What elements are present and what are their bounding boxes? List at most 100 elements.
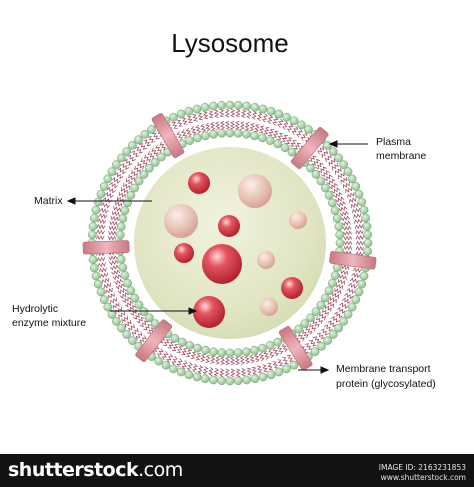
lipid-tail (190, 351, 197, 359)
phospholipid-head (265, 341, 275, 350)
lipid-tail (125, 178, 133, 186)
lipid-tail (349, 197, 357, 204)
phospholipid-head (343, 310, 353, 319)
phospholipid-head (320, 293, 330, 303)
lipid-tail (133, 312, 142, 320)
transport-proteins (82, 113, 377, 371)
lipid-tail (176, 131, 183, 141)
lipid-tail (114, 278, 124, 285)
lipid-tail (332, 292, 339, 299)
lipid-tail (262, 364, 268, 372)
lipid-tail (249, 123, 255, 132)
phospholipid-head (335, 238, 345, 248)
lipid-tail (171, 122, 178, 129)
lipid-tail (127, 154, 136, 162)
phospholipid-head (242, 101, 251, 111)
lipid-tail (316, 332, 326, 340)
lipid-tail (112, 302, 120, 310)
phospholipid-head (96, 287, 106, 297)
lipid-tail (103, 282, 111, 289)
lipid-tail (352, 267, 362, 273)
lipid-tail (338, 205, 348, 212)
phospholipid-head (334, 323, 343, 333)
lipid-tail (316, 316, 323, 324)
lipid-tail (234, 356, 240, 366)
lipid-tail (110, 215, 119, 221)
lipid-tail (324, 324, 333, 332)
phospholipid-head (357, 197, 367, 207)
lipid-tail (333, 311, 343, 319)
enzyme-particle (164, 204, 198, 238)
lipid-tail (309, 339, 317, 347)
lipid-tail (277, 118, 284, 128)
lipid-tail (235, 368, 241, 377)
lipid-tail (309, 323, 316, 332)
transport-protein (151, 113, 185, 159)
lipid-tail (323, 174, 333, 182)
phospholipid-head (150, 158, 160, 167)
lipid-tail (172, 344, 179, 351)
lipid-tail (111, 177, 121, 184)
lipid-tail (268, 128, 275, 136)
lipid-tail (144, 154, 151, 163)
plasma-membrane-label: Plasma (376, 136, 411, 148)
phospholipid-head (287, 147, 297, 157)
lipid-tail (239, 355, 245, 365)
phospholipid-head (118, 214, 128, 223)
lipid-tail (300, 131, 308, 141)
transport-protein-label: Membrane transport (336, 363, 431, 375)
lipid-tail (328, 158, 336, 167)
lipid-tail (312, 319, 320, 328)
phospholipid-head (274, 109, 284, 119)
lipid-tail (112, 274, 122, 281)
lipid-tail (281, 343, 288, 353)
lipid-tail (315, 162, 324, 170)
lipid-tail (186, 362, 193, 372)
lipid-tail (354, 224, 364, 230)
phospholipid-head (134, 135, 143, 145)
lipid-tail (136, 316, 145, 324)
lipid-tail (331, 162, 339, 171)
phospholipid-head (134, 300, 144, 310)
lipid-tail (185, 350, 192, 358)
phospholipid-head (361, 213, 371, 223)
phospholipid-head (177, 337, 187, 347)
lipid-tail (324, 154, 332, 162)
phospholipid-head (242, 375, 251, 385)
lipid-tail (98, 213, 108, 219)
lipid-tail (286, 354, 294, 362)
lipid-tail (151, 147, 159, 157)
phospholipid-head (217, 348, 227, 358)
lipid-tail (334, 287, 342, 295)
lipid-tail (241, 368, 247, 377)
lipid-tail (340, 269, 349, 275)
phospholipid-head (258, 372, 268, 382)
phospholipid-head (311, 307, 321, 316)
phospholipid-head (294, 324, 303, 334)
lipid-tail (104, 192, 114, 199)
lipid-tail (100, 272, 108, 278)
lipid-tail (202, 366, 209, 376)
phospholipid-head (185, 136, 195, 145)
enzyme-particle (174, 243, 194, 263)
phospholipid-head (99, 295, 109, 304)
lipid-tail (200, 354, 206, 362)
phospholipid-head (328, 330, 338, 339)
lipid-tail (321, 150, 329, 158)
lipid-tail (106, 186, 116, 194)
lipid-tail (282, 357, 289, 364)
lipid-tail (152, 132, 160, 140)
phospholipid-head (200, 102, 210, 112)
lipid-tail (114, 172, 124, 179)
phospholipid-head (217, 128, 227, 138)
lipid-tail (195, 352, 201, 361)
page-title: Lysosome (171, 28, 289, 58)
lipid-tail (277, 359, 284, 367)
lipid-tail (114, 201, 123, 208)
lipid-tail (326, 178, 336, 186)
lipid-tail (102, 197, 112, 204)
phospholipid-head (359, 205, 369, 215)
phospholipid-head (225, 348, 235, 358)
lipid-tail (134, 146, 144, 154)
lipid-tail (321, 170, 330, 177)
